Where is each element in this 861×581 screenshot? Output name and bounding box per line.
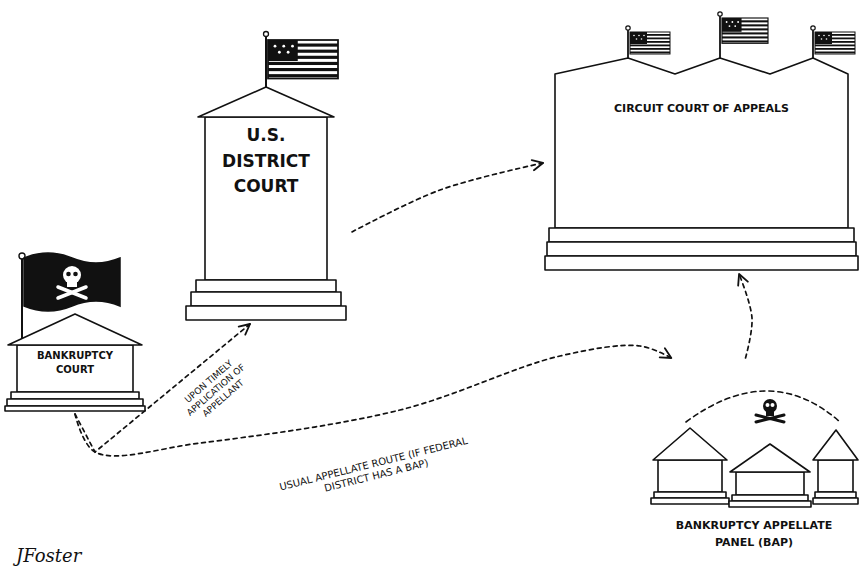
text-area: BANKRUPTCY COURT [19, 349, 131, 391]
us-flag [626, 26, 670, 58]
building-part [196, 280, 336, 292]
court-name: U.S. DISTRICT COURT [210, 123, 322, 200]
building-part [730, 444, 810, 472]
building-part [545, 256, 858, 270]
building-part [813, 498, 858, 504]
text-area: CIRCUIT COURT OF APPEALS [565, 102, 838, 142]
building-part [654, 492, 726, 498]
building-part [555, 58, 848, 228]
appeal-route-arrow [75, 345, 671, 456]
building-part [8, 314, 142, 345]
court-name: BANKRUPTCY APPELLATE PANEL (BAP) [667, 518, 842, 551]
appeal-route-arrow [352, 163, 543, 232]
building-part [17, 345, 133, 392]
route-label: USUAL APPELLATE ROUTE (IF FEDERAL DISTRI… [266, 432, 484, 508]
building-part [653, 428, 727, 460]
building-part [11, 392, 139, 399]
building-outline [5, 312, 145, 412]
building-part [732, 495, 808, 501]
building-outline [186, 85, 346, 322]
building-part [5, 406, 145, 411]
building-part [736, 472, 804, 495]
court-building: BANKRUPTCY COURT [5, 312, 145, 412]
building-part [815, 492, 856, 498]
text-area: BANKRUPTCY APPELLATE PANEL (BAP) [648, 518, 860, 574]
us-flag [718, 12, 768, 58]
court-name: CIRCUIT COURT OF APPEALS [614, 102, 789, 116]
building-part [756, 415, 784, 422]
building-part [729, 501, 811, 507]
building-part [198, 87, 334, 117]
artist-signature: JFoster [16, 545, 81, 566]
building-part [766, 410, 774, 416]
court-building: CIRCUIT COURT OF APPEALS [545, 40, 858, 272]
building-part [818, 460, 853, 492]
building-part [191, 292, 341, 306]
building-part [651, 498, 729, 504]
court-building: BANKRUPTCY APPELLATE PANEL (BAP) [648, 360, 860, 577]
building-part [549, 228, 854, 242]
building-outline [545, 40, 858, 272]
building-part [205, 117, 327, 280]
building-part [658, 460, 722, 492]
appeal-route-arrow [739, 274, 752, 358]
building-part [547, 242, 856, 256]
court-name: BANKRUPTCY COURT [25, 349, 125, 376]
building-part [7, 399, 143, 406]
us-flag [811, 26, 855, 58]
building-part [813, 430, 858, 460]
route-label: UPON TIMELY APPLICATION OF APPELLANT [171, 348, 260, 431]
text-area: U.S. DISTRICT COURT [208, 123, 324, 275]
us-flag [264, 32, 339, 88]
building-part [766, 403, 775, 407]
court-building: U.S. DISTRICT COURT [186, 85, 346, 322]
building-part [186, 306, 346, 320]
building-part [686, 391, 840, 422]
